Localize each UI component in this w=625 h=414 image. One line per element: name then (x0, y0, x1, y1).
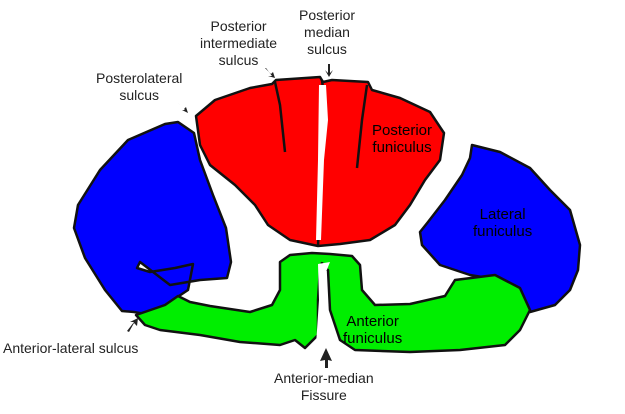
label-line: intermediate (200, 35, 278, 51)
arrow-anterior-lateral (127, 318, 138, 332)
label-line: sulcus (119, 87, 160, 103)
label-posterior-median-sulcus: Posterior median sulcus (299, 7, 355, 58)
label-line: Posterior (372, 122, 433, 139)
label-line: Anterior-median (274, 370, 374, 386)
posterior-intermediate-sulcus-line-left (273, 81, 287, 153)
label-line: funiculus (372, 139, 432, 156)
lateral-funiculus-left (72, 120, 233, 317)
anterior-funiculus (134, 251, 532, 354)
label-line: Posterior (210, 18, 267, 34)
label-line: median (304, 24, 350, 40)
label-posterior-funiculus: Posterior funiculus (372, 122, 432, 156)
label-lateral-funiculus: Lateral funiculus (473, 206, 532, 240)
label-line: Posterolateral (96, 70, 183, 86)
label-line: sulcus (307, 41, 347, 57)
arrow-posterior-intermediate (265, 68, 275, 78)
arrow-posterior-median (325, 64, 333, 77)
arrow-posterolateral (178, 103, 188, 113)
label-posterior-intermediate-sulcus: Posterior intermediate sulcus (200, 18, 277, 69)
label-line: Fissure (300, 387, 347, 403)
posterior-intermediate-sulcus-line-right (355, 84, 369, 169)
label-line: funiculus (473, 223, 533, 240)
label-line: Posterior (299, 7, 356, 23)
label-anterior-median-fissure: Anterior-median Fissure (274, 370, 374, 404)
label-line: sulcus (218, 52, 259, 68)
label-posterolateral-sulcus: Posterolateral sulcus (96, 70, 182, 104)
arrows (127, 64, 333, 368)
label-line: Lateral (479, 206, 526, 223)
label-anterior-lateral-sulcus: Anterior-lateral sulcus (3, 340, 139, 356)
label-line: funiculus (343, 330, 403, 347)
label-anterior-funiculus: Anterior funiculus (343, 313, 402, 347)
arrow-anterior-median (320, 348, 332, 368)
label-line: Anterior (346, 313, 399, 330)
